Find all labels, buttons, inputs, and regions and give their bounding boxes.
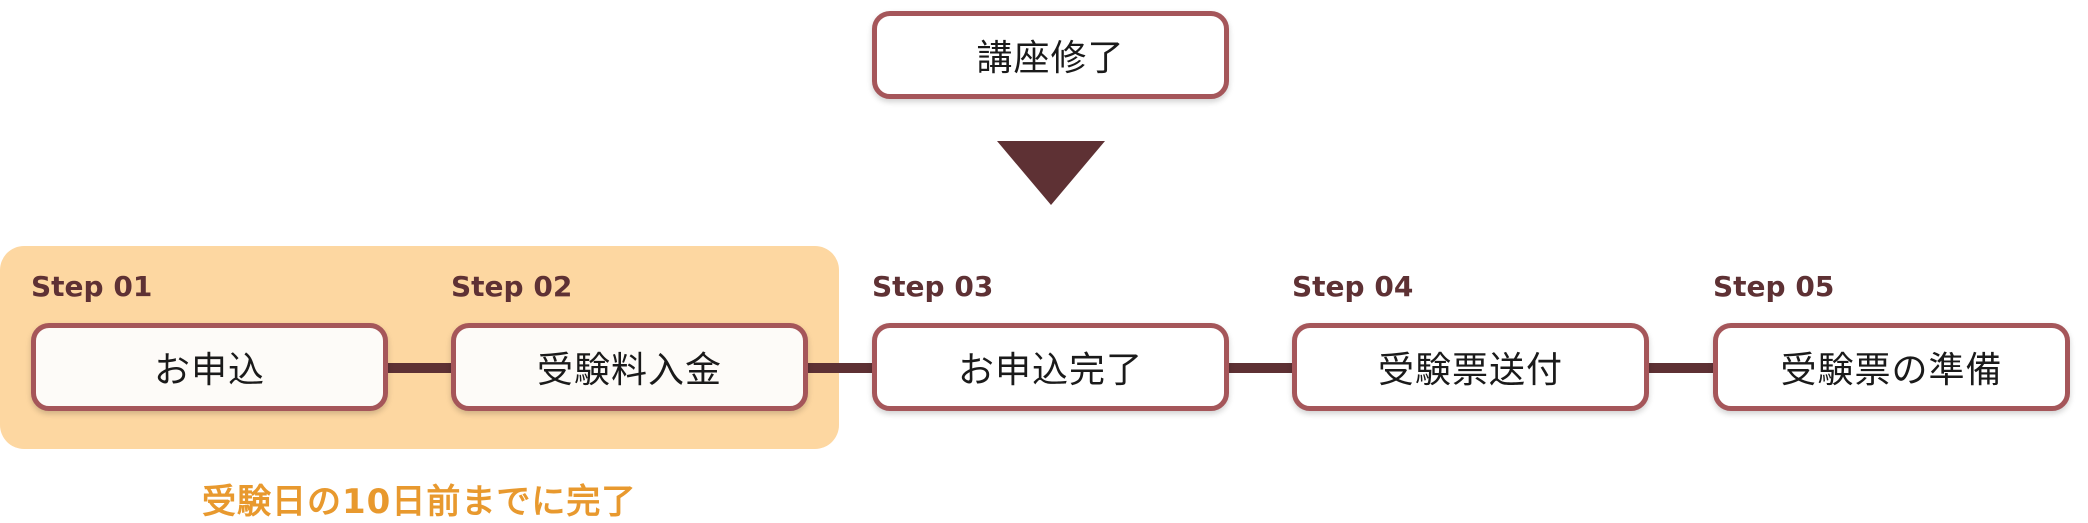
connector-3-4 [1227, 363, 1293, 373]
step-label-04: Step 04 [1292, 270, 1414, 303]
step-box-ticket-preparation: 受験票の準備 [1713, 323, 2070, 411]
connector-1-2 [388, 363, 454, 373]
step-box-label: お申込完了 [957, 350, 1143, 391]
step-box-application: お申込 [31, 323, 388, 411]
deadline-note: 受験日の10日前までに完了 [202, 482, 637, 522]
step-label-01: Step 01 [31, 270, 153, 303]
connector-4-5 [1648, 363, 1714, 373]
step-box-label: 受験料入金 [536, 350, 722, 391]
step-label-02: Step 02 [451, 270, 573, 303]
down-arrow-icon [997, 141, 1105, 205]
connector-2-3 [808, 363, 874, 373]
step-box-application-complete: お申込完了 [872, 323, 1229, 411]
step-box-label: お申込 [153, 350, 265, 391]
step-box-label: 受験票送付 [1377, 350, 1563, 391]
step-label-05: Step 05 [1713, 270, 1835, 303]
step-box-label: 受験票の準備 [1780, 350, 2003, 391]
step-label-03: Step 03 [872, 270, 994, 303]
step-box-ticket-sent: 受験票送付 [1292, 323, 1649, 411]
course-completion-label: 講座修了 [976, 38, 1125, 79]
step-box-fee-payment: 受験料入金 [451, 323, 808, 411]
course-completion-box: 講座修了 [872, 11, 1229, 99]
